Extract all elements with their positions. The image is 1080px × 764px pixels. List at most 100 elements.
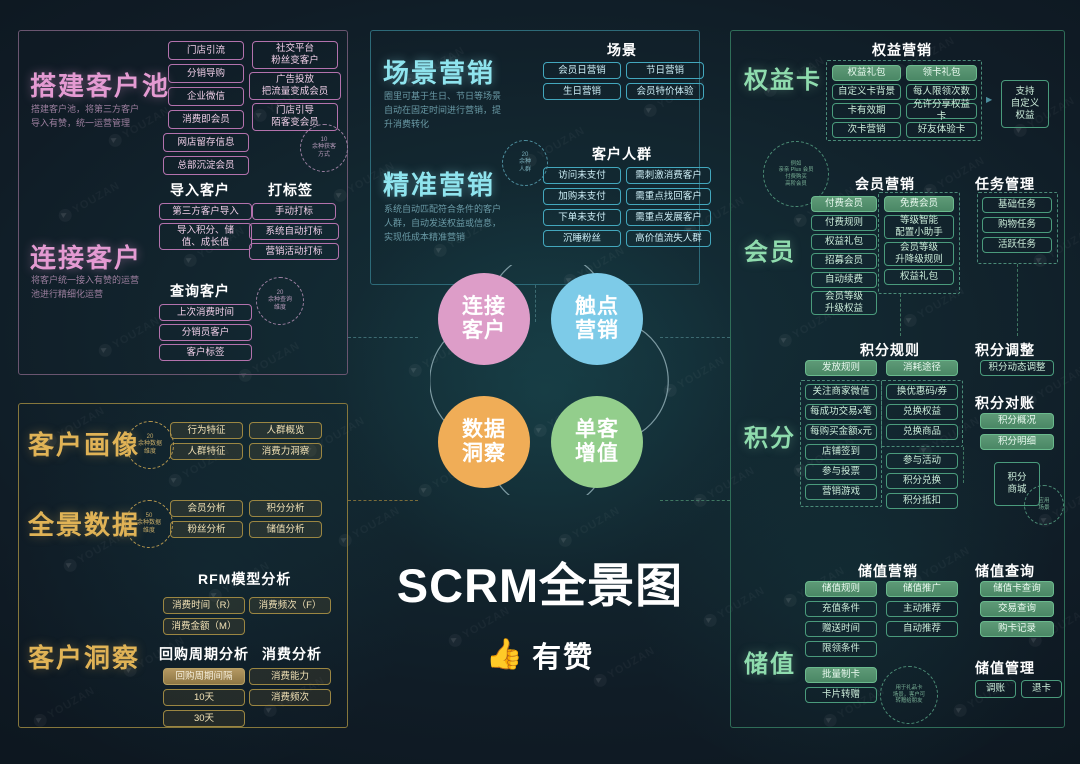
chip-pool-a-5[interactable]: 总部沉淀会员	[163, 156, 249, 175]
chip-group-r-0[interactable]: 需刺激消费客户	[626, 167, 711, 184]
chip-member-l-5[interactable]: 会员等级 升级权益	[811, 291, 877, 315]
chip-pool-a-1[interactable]: 分销导购	[168, 64, 244, 83]
chip-profile-r-0[interactable]: 人群概览	[249, 422, 322, 439]
chip-profile-r-1[interactable]: 消费力洞察	[249, 443, 322, 460]
chip-panorama-l-0[interactable]: 会员分析	[170, 500, 243, 517]
chip-pool-b-1[interactable]: 广告投放 把流量变成会员	[249, 72, 341, 100]
chip-profile-l-0[interactable]: 行为特征	[170, 422, 243, 439]
core-circle-touchpoint-marketing[interactable]: 触点 营销	[551, 273, 643, 365]
chip-sv-r-1[interactable]: 主动推荐	[886, 601, 958, 617]
core-circle-connect-customer[interactable]: 连接 客户	[438, 273, 530, 365]
chip-query-1[interactable]: 分销员客户	[159, 324, 252, 341]
chip-points-l-0[interactable]: 关注商家微信	[805, 384, 877, 400]
chip-equity-r-0[interactable]: 领卡礼包	[906, 65, 977, 81]
chip-sv-l-1[interactable]: 充值条件	[805, 601, 877, 617]
chip-pool-b-2[interactable]: 门店引导 陌客变会员	[252, 103, 338, 131]
chip-points-r-2[interactable]: 兑换商品	[886, 424, 958, 440]
chip-group-l-0[interactable]: 访问未支付	[543, 167, 621, 184]
chip-sv-manage-0[interactable]: 调账	[975, 680, 1016, 698]
chip-equity-side-note[interactable]: 支持 自定义 权益	[1001, 80, 1049, 128]
chip-query-2[interactable]: 客户标签	[159, 344, 252, 361]
chip-equity-l-0[interactable]: 权益礼包	[832, 65, 901, 81]
chip-import-0[interactable]: 第三方客户导入	[159, 203, 252, 220]
chip-points-l-5[interactable]: 营销游戏	[805, 484, 877, 500]
chip-member-r-0[interactable]: 免费会员	[884, 196, 954, 212]
chip-points-r-4[interactable]: 积分兑换	[886, 473, 958, 489]
chip-points-head-right[interactable]: 消耗途径	[886, 360, 958, 376]
chip-equity-r-2[interactable]: 允许分享权益卡	[906, 99, 977, 122]
chip-points-l-1[interactable]: 每成功交易x笔	[805, 404, 877, 420]
chip-member-l-1[interactable]: 付费规则	[811, 215, 877, 231]
chip-equity-l-1[interactable]: 自定义卡背景	[832, 84, 901, 100]
chip-task-2[interactable]: 活跃任务	[982, 237, 1052, 253]
chip-member-r-3[interactable]: 权益礼包	[884, 269, 954, 285]
chip-sv-query-0[interactable]: 储值卡查询	[980, 581, 1054, 597]
chip-member-l-4[interactable]: 自动续费	[811, 272, 877, 288]
chip-consumption-0[interactable]: 消费能力	[249, 668, 331, 685]
chip-tag-2[interactable]: 营销活动打标	[249, 243, 339, 260]
chip-group-l-1[interactable]: 加购未支付	[543, 188, 621, 205]
chip-pool-a-3[interactable]: 消费即会员	[168, 110, 244, 129]
chip-sv-l-3[interactable]: 限领条件	[805, 641, 877, 657]
chip-equity-r-1[interactable]: 每人限领次数	[906, 84, 977, 100]
chip-points-reconcile-0[interactable]: 积分概况	[980, 413, 1054, 429]
chip-panorama-r-0[interactable]: 积分分析	[249, 500, 322, 517]
chip-group-l-3[interactable]: 沉睡粉丝	[543, 230, 621, 247]
chip-member-l-0[interactable]: 付费会员	[811, 196, 877, 212]
chip-sv-l-2[interactable]: 赠送时间	[805, 621, 877, 637]
chip-sv-r-0[interactable]: 储值推广	[886, 581, 958, 597]
chip-sv-extra-1[interactable]: 卡片转赠	[805, 687, 877, 703]
chip-pool-b-0[interactable]: 社交平台 粉丝变客户	[252, 41, 338, 69]
chip-repurchase-1[interactable]: 10天	[163, 689, 245, 706]
chip-panorama-l-1[interactable]: 粉丝分析	[170, 521, 243, 538]
chip-rfm-1[interactable]: 消费频次（F）	[249, 597, 331, 614]
chip-pool-a-4[interactable]: 网店留存信息	[163, 133, 249, 152]
chip-member-l-2[interactable]: 权益礼包	[811, 234, 877, 250]
chip-repurchase-2[interactable]: 30天	[163, 710, 245, 727]
chip-points-r-0[interactable]: 换优惠码/券	[886, 384, 958, 400]
chip-sv-manage-1[interactable]: 退卡	[1021, 680, 1062, 698]
chip-tag-0[interactable]: 手动打标	[252, 203, 336, 220]
chip-points-r-3[interactable]: 参与活动	[886, 453, 958, 469]
chip-member-r-1[interactable]: 等级智能 配置小助手	[884, 215, 954, 239]
chip-points-l-4[interactable]: 参与投票	[805, 464, 877, 480]
chip-member-l-3[interactable]: 招募会员	[811, 253, 877, 269]
chip-points-reconcile-1[interactable]: 积分明细	[980, 434, 1054, 450]
chip-task-1[interactable]: 购物任务	[982, 217, 1052, 233]
chip-scene-r-1[interactable]: 会员特价体验	[626, 83, 704, 100]
chip-group-r-1[interactable]: 需重点找回客户	[626, 188, 711, 205]
chip-scene-r-0[interactable]: 节日营销	[626, 62, 704, 79]
chip-points-r-1[interactable]: 兑换权益	[886, 404, 958, 420]
chip-scene-l-0[interactable]: 会员日营销	[543, 62, 621, 79]
chip-rfm-2[interactable]: 消费金额（M）	[163, 618, 245, 635]
chip-sv-r-2[interactable]: 自动推荐	[886, 621, 958, 637]
chip-consumption-1[interactable]: 消费频次	[249, 689, 331, 706]
chip-query-0[interactable]: 上次消费时间	[159, 304, 252, 321]
chip-points-r-5[interactable]: 积分抵扣	[886, 493, 958, 509]
chip-equity-r-3[interactable]: 好友体验卡	[906, 122, 977, 138]
chip-group-r-2[interactable]: 需重点发展客户	[626, 209, 711, 226]
core-circle-data-insight[interactable]: 数据 洞察	[438, 396, 530, 488]
chip-rfm-0[interactable]: 消费时间（R）	[163, 597, 245, 614]
chip-profile-l-1[interactable]: 人群特征	[170, 443, 243, 460]
chip-sv-l-0[interactable]: 储值规则	[805, 581, 877, 597]
chip-pool-a-2[interactable]: 企业微信	[168, 87, 244, 106]
chip-sv-query-2[interactable]: 购卡记录	[980, 621, 1054, 637]
chip-equity-l-2[interactable]: 卡有效期	[832, 103, 901, 119]
chip-points-head-left[interactable]: 发放规则	[805, 360, 877, 376]
chip-import-1[interactable]: 导入积分、储 值、成长值	[159, 223, 252, 250]
chip-group-r-3[interactable]: 高价值流失人群	[626, 230, 711, 247]
chip-sv-query-1[interactable]: 交易查询	[980, 601, 1054, 617]
chip-member-r-2[interactable]: 会员等级 升降级规则	[884, 242, 954, 266]
chip-equity-l-3[interactable]: 次卡营销	[832, 122, 901, 138]
chip-pool-a-0[interactable]: 门店引流	[168, 41, 244, 60]
chip-scene-l-1[interactable]: 生日营销	[543, 83, 621, 100]
chip-repurchase-0[interactable]: 回购周期间隔	[163, 668, 245, 685]
chip-task-0[interactable]: 基础任务	[982, 197, 1052, 213]
chip-sv-extra-0[interactable]: 批量制卡	[805, 667, 877, 683]
chip-group-l-2[interactable]: 下单未支付	[543, 209, 621, 226]
core-circle-single-customer-value[interactable]: 单客 增值	[551, 396, 643, 488]
chip-points-l-2[interactable]: 每购买金额x元	[805, 424, 877, 440]
chip-points-l-3[interactable]: 店铺签到	[805, 444, 877, 460]
chip-points-adjust-0[interactable]: 积分动态调整	[980, 360, 1054, 376]
